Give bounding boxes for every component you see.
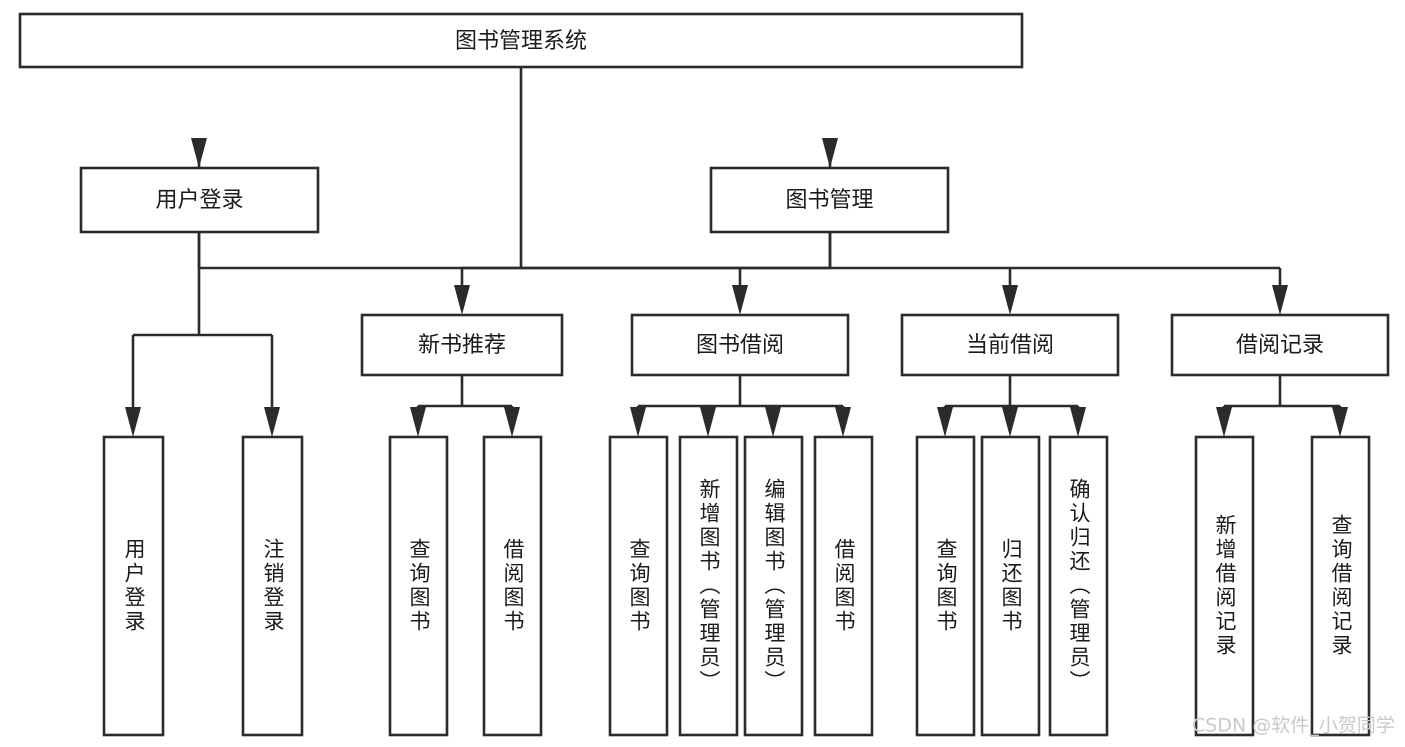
node-leaf-query-book-2[interactable]: 查询图书	[608, 435, 669, 737]
arrow-head-leaf-borrow-book-1	[504, 407, 520, 437]
node-book-borrow-box[interactable]	[630, 313, 850, 377]
node-borrow-record[interactable]: 借阅记录	[1170, 313, 1390, 377]
arrow-head-leaf-confirm-return	[1070, 407, 1086, 437]
node-user-login-box[interactable]	[79, 166, 320, 234]
node-leaf-confirm-return[interactable]: 确认归还（管理员）	[1048, 435, 1109, 737]
node-borrow-record-label: 借阅记录	[1236, 333, 1324, 358]
node-new-book-recommend-box[interactable]	[360, 313, 564, 377]
node-new-book-recommend[interactable]: 新书推荐	[360, 313, 564, 377]
node-leaf-query-book-3-label: 查询图书	[934, 538, 958, 634]
arrow-head-leaf-user-login	[125, 407, 141, 437]
node-leaf-user-logout-box[interactable]	[241, 435, 304, 737]
node-leaf-query-book-2-box[interactable]	[608, 435, 669, 737]
node-leaf-query-record-label: 查询借阅记录	[1329, 514, 1353, 658]
arrow-head-leaf-query-book-2	[630, 407, 646, 437]
node-leaf-user-logout-label: 注销登录	[261, 538, 285, 634]
node-root[interactable]: 图书管理系统	[18, 12, 1024, 69]
connector-layer	[125, 67, 1348, 437]
arrow-head-leaf-return-book	[1002, 407, 1018, 437]
node-leaf-borrow-book-2[interactable]: 借阅图书	[813, 435, 874, 737]
node-leaf-user-logout[interactable]: 注销登录	[241, 435, 304, 737]
node-leaf-edit-book-box[interactable]	[743, 435, 804, 737]
arrow-head-book-management	[822, 138, 838, 168]
node-leaf-add-book-label: 新增图书（管理员）	[697, 478, 721, 694]
arrow-head-current-borrow	[1002, 285, 1018, 315]
node-leaf-return-book[interactable]: 归还图书	[980, 435, 1041, 737]
node-leaf-add-book[interactable]: 新增图书（管理员）	[678, 435, 739, 737]
node-leaf-confirm-return-box[interactable]	[1048, 435, 1109, 737]
node-leaf-query-book-2-label: 查询图书	[627, 538, 651, 634]
node-leaf-borrow-book-1-box[interactable]	[482, 435, 543, 737]
node-current-borrow-label: 当前借阅	[966, 333, 1054, 358]
node-leaf-query-book-3[interactable]: 查询图书	[915, 435, 976, 737]
node-leaf-user-login[interactable]: 用户登录	[102, 435, 165, 737]
node-leaf-add-record-box[interactable]	[1194, 435, 1255, 737]
node-leaf-add-book-box[interactable]	[678, 435, 739, 737]
arrow-head-leaf-add-book	[700, 407, 716, 437]
arrow-head-book-borrow	[732, 285, 748, 315]
node-current-borrow[interactable]: 当前借阅	[900, 313, 1120, 377]
node-root-box[interactable]	[18, 12, 1024, 69]
csdn-watermark: CSDN @软件_小贺同学	[1192, 715, 1395, 737]
node-book-management-box[interactable]	[709, 166, 950, 234]
node-leaf-query-book-1-label: 查询图书	[407, 538, 431, 634]
node-current-borrow-box[interactable]	[900, 313, 1120, 377]
node-book-borrow-label: 图书借阅	[696, 333, 784, 358]
node-new-book-recommend-label: 新书推荐	[418, 333, 506, 358]
node-user-login[interactable]: 用户登录	[79, 166, 320, 234]
node-borrow-record-box[interactable]	[1170, 313, 1390, 377]
node-leaf-add-record-label: 新增借阅记录	[1213, 514, 1237, 658]
arrow-head-leaf-query-record	[1332, 407, 1348, 437]
node-leaf-edit-book[interactable]: 编辑图书（管理员）	[743, 435, 804, 737]
node-leaf-return-book-box[interactable]	[980, 435, 1041, 737]
arrow-head-borrow-record	[1272, 285, 1288, 315]
node-leaf-query-book-1-box[interactable]	[388, 435, 449, 737]
node-leaf-borrow-book-1-label: 借阅图书	[501, 538, 525, 634]
arrow-head-new-book-recommend	[454, 285, 470, 315]
node-book-management[interactable]: 图书管理	[709, 166, 950, 234]
node-user-login-label: 用户登录	[155, 188, 243, 213]
node-leaf-add-record[interactable]: 新增借阅记录	[1194, 435, 1255, 737]
node-leaf-return-book-label: 归还图书	[999, 538, 1023, 634]
arrow-head-leaf-edit-book	[765, 407, 781, 437]
node-leaf-borrow-book-1[interactable]: 借阅图书	[482, 435, 543, 737]
node-leaf-borrow-book-2-label: 借阅图书	[832, 538, 856, 634]
arrow-head-leaf-add-record	[1216, 407, 1232, 437]
node-leaf-user-login-label: 用户登录	[122, 538, 146, 634]
arrow-head-leaf-borrow-book-2	[835, 407, 851, 437]
node-leaf-user-login-box[interactable]	[102, 435, 165, 737]
node-root-label: 图书管理系统	[455, 29, 587, 54]
node-book-management-label: 图书管理	[785, 188, 873, 213]
node-leaf-edit-book-label: 编辑图书（管理员）	[762, 478, 786, 694]
node-leaf-confirm-return-label: 确认归还（管理员）	[1067, 478, 1091, 694]
arrow-head-user-login	[191, 138, 207, 168]
node-leaf-query-record[interactable]: 查询借阅记录	[1310, 435, 1371, 737]
arrow-head-leaf-user-logout	[264, 407, 280, 437]
arrow-head-leaf-query-book-3	[937, 407, 953, 437]
node-leaf-query-record-box[interactable]	[1310, 435, 1371, 737]
node-leaf-query-book-1[interactable]: 查询图书	[388, 435, 449, 737]
node-book-borrow[interactable]: 图书借阅	[630, 313, 850, 377]
node-leaf-borrow-book-2-box[interactable]	[813, 435, 874, 737]
arrow-head-leaf-query-book-1	[410, 407, 426, 437]
node-leaf-query-book-3-box[interactable]	[915, 435, 976, 737]
